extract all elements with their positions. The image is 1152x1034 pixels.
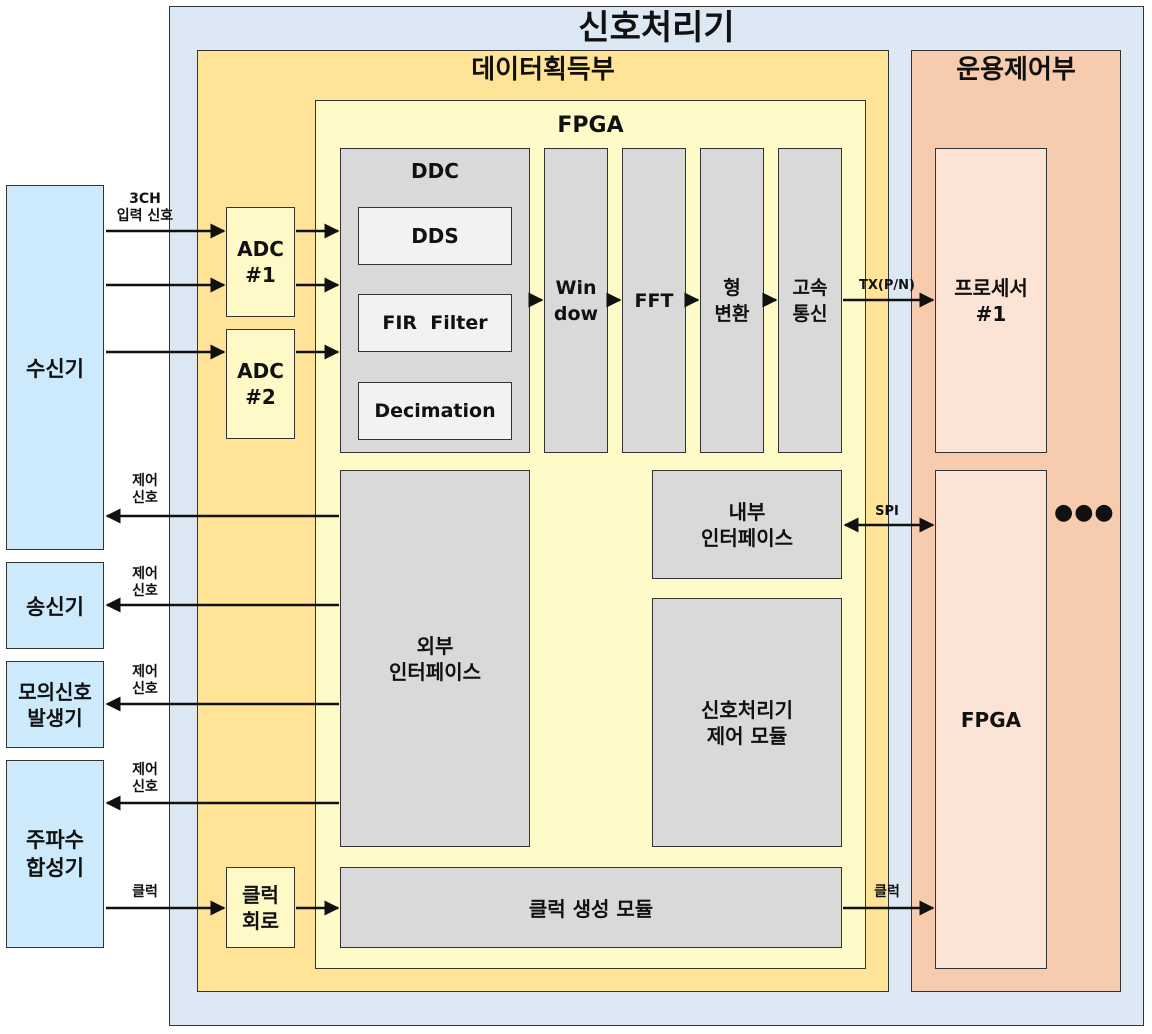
- external-interface-block: 외부 인터페이스: [340, 470, 530, 847]
- control-label-simulator: 제어 신호: [132, 664, 158, 697]
- signal-processor-title: 신호처리기: [578, 8, 735, 48]
- transmitter-block: 송신기: [6, 562, 104, 649]
- control-label-transmitter: 제어 신호: [132, 566, 158, 599]
- clock-label-right: 클럭: [874, 884, 900, 900]
- ddc-title: DDC: [411, 159, 459, 183]
- highspeed-comm-block: 고속 통신: [778, 148, 842, 453]
- operation-control-title: 운용제어부: [956, 55, 1076, 85]
- tx-label: TX(P/N): [859, 278, 915, 293]
- clock-generation-module: 클럭 생성 모듈: [340, 867, 842, 948]
- adc2-block: ADC #2: [226, 329, 295, 439]
- dds-block: DDS: [358, 207, 512, 265]
- processor1-block: 프로세서 #1: [935, 148, 1047, 453]
- fir-filter-block: FIR Filter: [358, 294, 512, 352]
- synthesizer-block: 주파수 합성기: [6, 760, 104, 948]
- ops-fpga-block: FPGA: [935, 470, 1047, 969]
- control-label-synthesizer: 제어 신호: [132, 762, 158, 795]
- clock-label-left: 클럭: [132, 884, 158, 900]
- receiver-block: 수신기: [6, 185, 104, 550]
- window-block: Win dow: [544, 148, 608, 453]
- data-acquisition-title: 데이터획득부: [471, 55, 615, 85]
- adc1-block: ADC #1: [226, 207, 295, 317]
- simulator-block: 모의신호 발생기: [6, 661, 104, 748]
- decimation-block: Decimation: [358, 382, 512, 440]
- control-label-receiver: 제어 신호: [132, 473, 158, 506]
- fpga-main-title: FPGA: [557, 113, 624, 138]
- input-3ch-label: 3CH 입력 신호: [116, 191, 174, 224]
- internal-interface-block: 내부 인터페이스: [652, 470, 842, 579]
- clock-circuit-block: 클럭 회로: [226, 867, 295, 948]
- control-module-block: 신호처리기 제어 모듈: [652, 598, 842, 847]
- more-ellipsis: ●●●: [1054, 500, 1115, 525]
- fft-block: FFT: [622, 148, 686, 453]
- spi-label: SPI: [875, 504, 899, 519]
- transform-block: 형 변환: [700, 148, 764, 453]
